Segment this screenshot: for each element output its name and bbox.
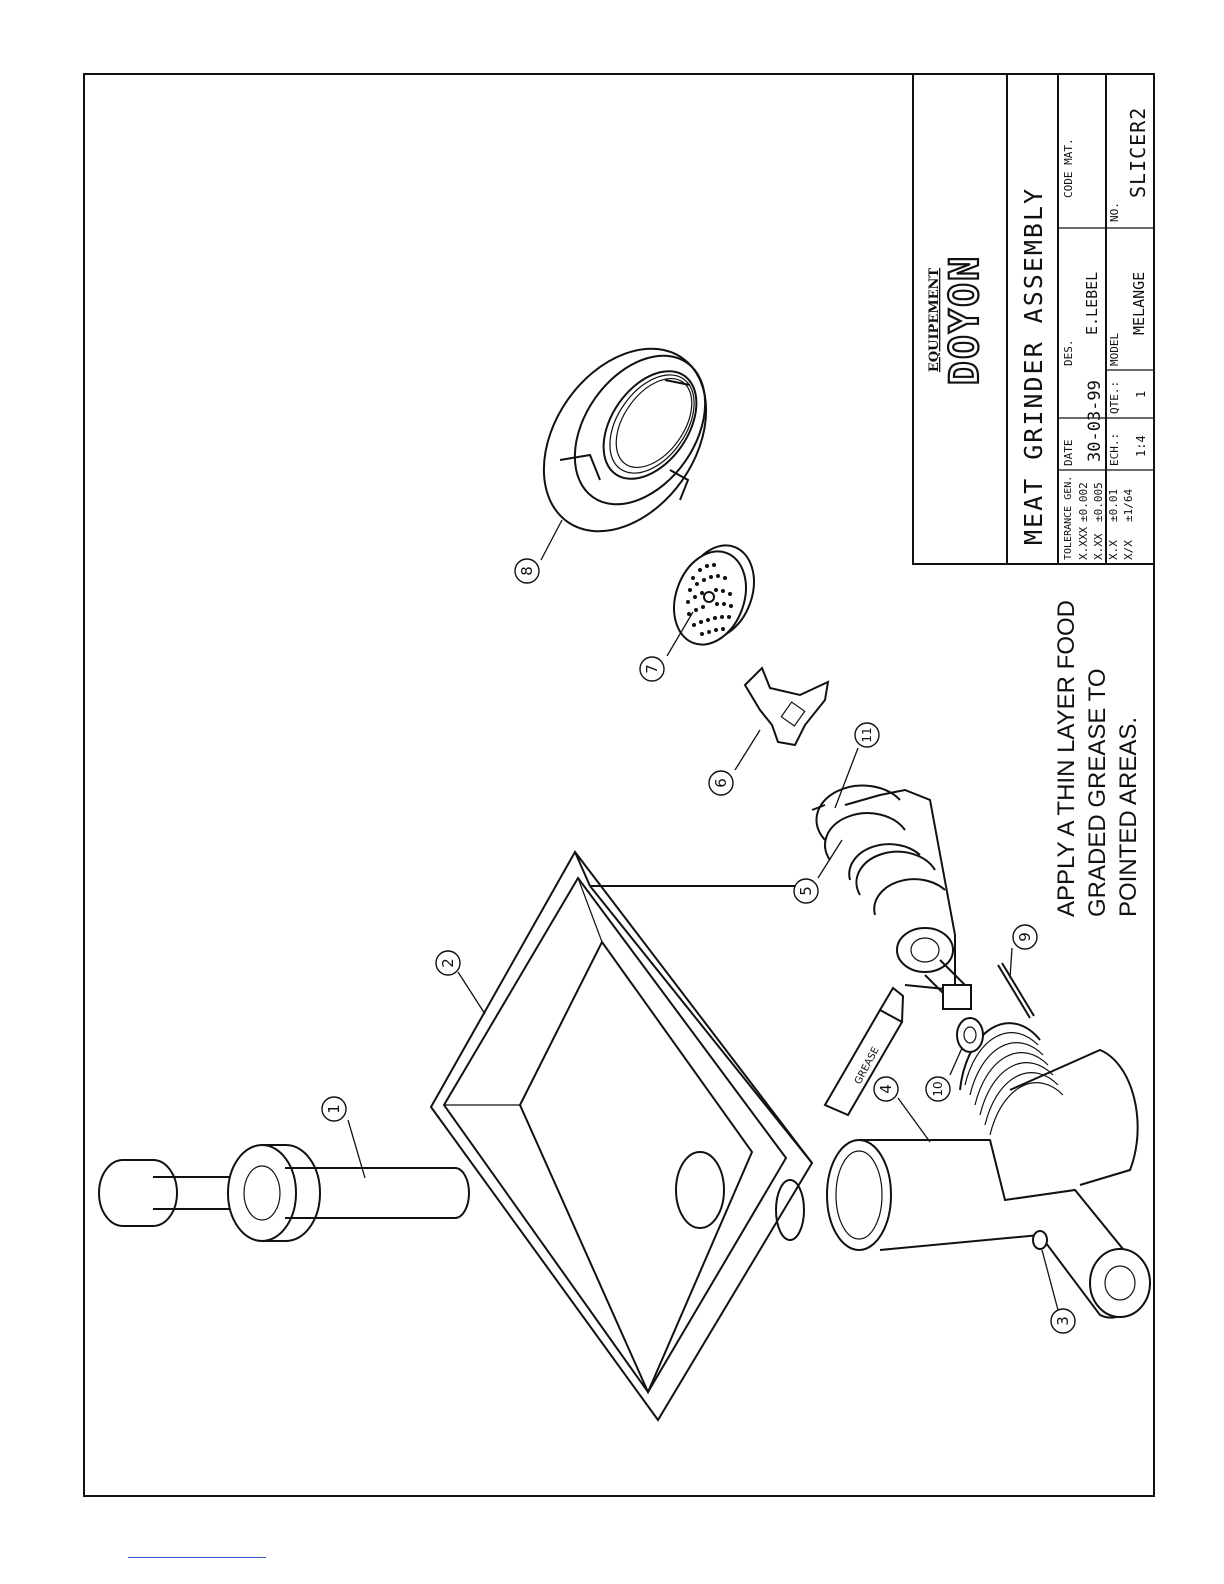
des-value: E.LEBEL xyxy=(1083,272,1101,335)
tolerance-fmt-4: X/X xyxy=(1122,540,1135,560)
callout-10: 10 xyxy=(926,1077,950,1101)
svg-text:10: 10 xyxy=(931,1081,945,1096)
part-1-plunger xyxy=(99,1145,469,1241)
scale-value: 1:4 xyxy=(1134,435,1148,457)
svg-text:2: 2 xyxy=(439,958,457,968)
callout-3: 3 xyxy=(1051,1309,1075,1333)
callout-11: 11 xyxy=(855,723,879,747)
svg-text:4: 4 xyxy=(877,1084,895,1094)
svg-text:3: 3 xyxy=(1054,1316,1072,1326)
code-mat-label: CODE MAT. xyxy=(1062,138,1075,198)
part-5-auger xyxy=(812,785,971,1009)
tolerance-val-1: ±0.002 xyxy=(1077,482,1090,522)
no-label: NO. xyxy=(1108,202,1121,222)
model-label: MODEL xyxy=(1108,333,1121,366)
svg-text:5: 5 xyxy=(797,886,815,896)
note-line-3: POINTED AREAS. xyxy=(1115,717,1142,917)
drawing-title: MEAT GRINDER ASSEMBLY xyxy=(1019,187,1048,545)
svg-text:6: 6 xyxy=(712,778,730,788)
note-line-2: GRADED GREASE TO xyxy=(1084,668,1111,917)
tolerance-val-3: ±0.01 xyxy=(1107,489,1120,522)
part-2-tray xyxy=(431,852,815,1420)
grinder-thread-lines xyxy=(965,1033,1063,1135)
scale-label: ECH.: xyxy=(1108,433,1121,466)
model-value: MELANGE xyxy=(1130,272,1148,335)
no-value: SLICER2 xyxy=(1126,107,1150,198)
callout-7: 7 xyxy=(640,657,664,681)
callout-8: 8 xyxy=(515,559,539,583)
svg-text:9: 9 xyxy=(1016,932,1034,942)
callout-4: 4 xyxy=(874,1077,898,1101)
svg-text:8: 8 xyxy=(518,566,536,576)
callout-2: 2 xyxy=(436,951,460,975)
tolerance-header: TOLERANCE GEN. xyxy=(1063,476,1074,560)
doyon-logo: EQUIPEMENT DOYON xyxy=(927,255,988,385)
logo-doyon-text: DOYON xyxy=(942,255,988,385)
note-line-1: APPLY A THIN LAYER FOOD xyxy=(1053,600,1080,917)
part-8-ring-nut xyxy=(510,318,739,562)
callout-1: 1 xyxy=(322,1097,346,1121)
title-block: EQUIPEMENT DOYON MEAT GRINDER ASSEMBLY T… xyxy=(913,74,1154,564)
tolerance-fmt-3: X.X xyxy=(1107,540,1120,560)
tolerance-val-2: ±0.005 xyxy=(1092,482,1105,522)
callout-6: 6 xyxy=(709,771,733,795)
part-9-pin xyxy=(998,963,1034,1018)
callout-5: 5 xyxy=(794,879,818,903)
tolerance-val-4: ±1/64 xyxy=(1122,489,1135,522)
grease-note: APPLY A THIN LAYER FOOD GRADED GREASE TO… xyxy=(1053,600,1142,917)
part-7-plate xyxy=(662,535,767,654)
tolerance-block: TOLERANCE GEN. X.XXX ±0.002 X.XX ±0.005 … xyxy=(1063,476,1135,560)
bottom-link-underline[interactable] xyxy=(128,1557,266,1558)
svg-text:11: 11 xyxy=(860,727,874,742)
svg-text:1: 1 xyxy=(325,1104,343,1114)
logo-equipement-text: EQUIPEMENT xyxy=(927,268,942,373)
tolerance-fmt-2: X.XX xyxy=(1092,533,1105,560)
qty-value: 1 xyxy=(1134,391,1148,398)
date-label: DATE xyxy=(1062,440,1075,467)
des-label: DES. xyxy=(1062,340,1075,367)
tolerance-fmt-1: X.XXX xyxy=(1077,527,1090,560)
part-10-washer xyxy=(957,1018,983,1052)
svg-text:7: 7 xyxy=(643,664,661,674)
date-value: 30-03-99 xyxy=(1085,380,1105,462)
qty-label: QTE.: xyxy=(1108,381,1121,414)
callout-9: 9 xyxy=(1013,925,1037,949)
